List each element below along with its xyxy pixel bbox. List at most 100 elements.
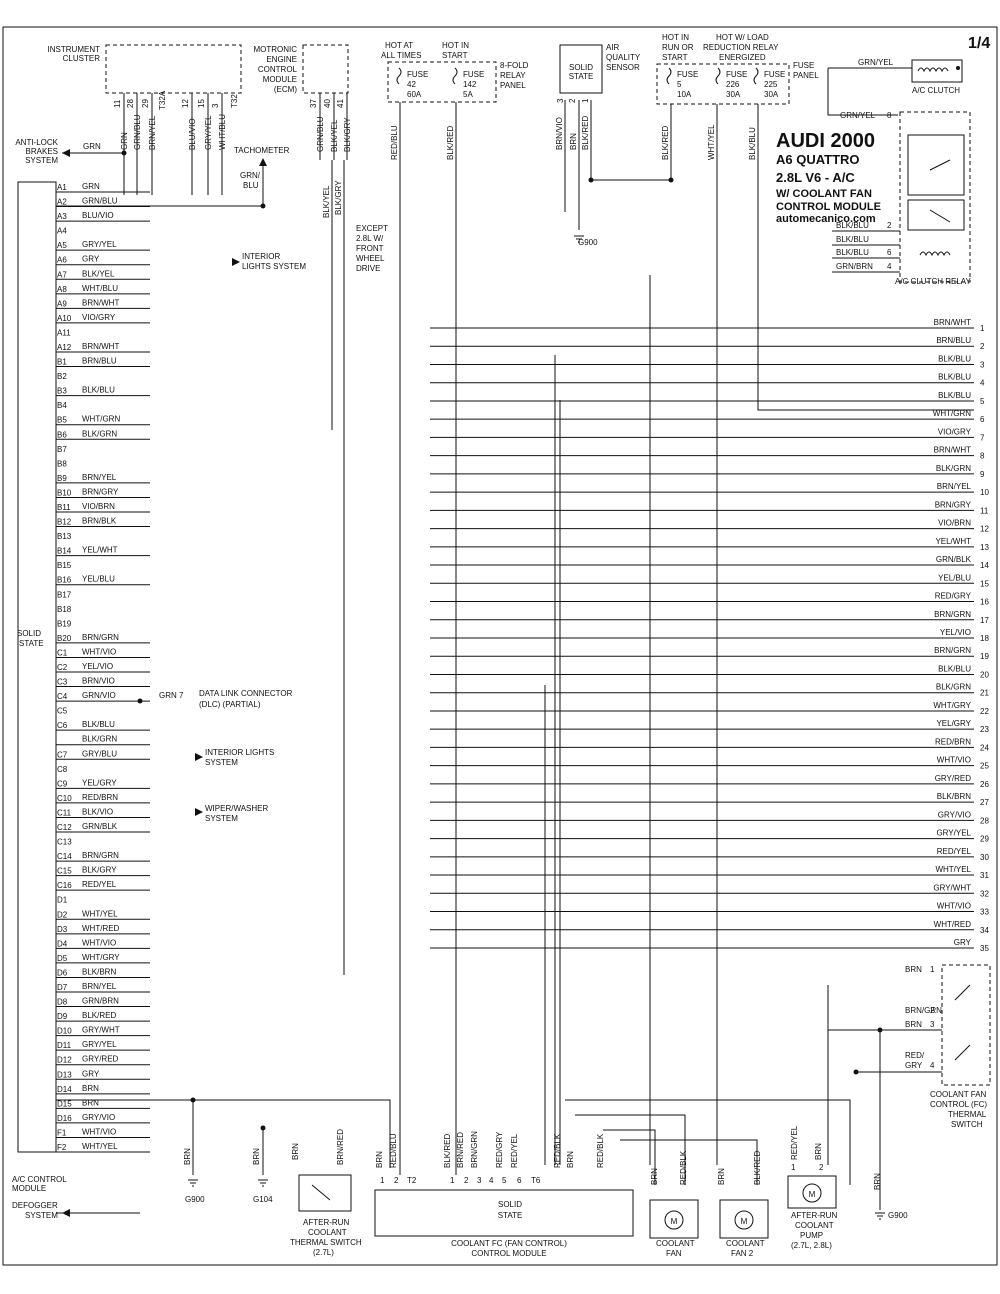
ecm-pin-number: 41 bbox=[336, 99, 345, 108]
module-pin-id: B7 bbox=[57, 445, 67, 454]
module-pin-id: D9 bbox=[57, 1012, 68, 1021]
wire-route bbox=[590, 100, 672, 181]
after-run-switch-1: AFTER-RUN bbox=[303, 1218, 349, 1227]
module-pin-id: D4 bbox=[57, 939, 68, 948]
wiper-1: WIPER/WASHER bbox=[205, 804, 268, 813]
module-pin-wire: WHT/VIO bbox=[82, 647, 116, 656]
interior-lights-1: INTERIOR bbox=[242, 252, 280, 261]
after-run-pump-4: (2.7L, 2.8L) bbox=[791, 1241, 832, 1250]
fuse-number: 5 bbox=[677, 80, 682, 89]
tach-arrow bbox=[259, 158, 267, 166]
ac-clutch-label: A/C CLUTCH bbox=[912, 86, 960, 95]
right-wire-number: 3 bbox=[980, 360, 985, 369]
bottom-wire-label: BRN bbox=[291, 1143, 300, 1160]
module-pin-id: D14 bbox=[57, 1085, 72, 1094]
module-pin-wire: GRY/YEL bbox=[82, 240, 117, 249]
relay-panel-1: 8-FOLD bbox=[500, 61, 529, 70]
module-pin-id: B3 bbox=[57, 387, 67, 396]
title-line4: CONTROL MODULE bbox=[776, 201, 881, 213]
interior-lights-2: LIGHTS SYSTEM bbox=[242, 262, 306, 271]
wire-route bbox=[56, 1099, 391, 1168]
relay-row-wire: BLK/BLU bbox=[836, 248, 869, 257]
module-pin-id: C3 bbox=[57, 678, 68, 687]
splice-point bbox=[668, 177, 674, 183]
fuse-symbol bbox=[452, 67, 458, 85]
hot-all-times-1: HOT AT bbox=[385, 41, 413, 50]
title-line3: W/ COOLANT FAN bbox=[776, 188, 872, 200]
module-pin-id: C2 bbox=[57, 663, 68, 672]
relay-panel-2: RELAY bbox=[500, 71, 526, 80]
relay-row-wire: GRN/YEL bbox=[840, 111, 876, 120]
module-pin-id: C7 bbox=[57, 750, 68, 759]
relay-row-pin: 2 bbox=[887, 221, 892, 230]
module-pin-id: A3 bbox=[57, 212, 67, 221]
fc-switch-contacts bbox=[954, 984, 971, 1061]
fuse-panel-box bbox=[656, 63, 790, 105]
ecm-label-4: MODULE bbox=[263, 75, 297, 84]
right-wire-label: BRN/BLU bbox=[936, 336, 971, 345]
fuse-amperage: 30A bbox=[726, 90, 741, 99]
right-wire-number: 33 bbox=[980, 908, 989, 917]
right-wire-number: 13 bbox=[980, 543, 989, 552]
module-pin-wire: BRN/GRN bbox=[82, 851, 119, 860]
aq-sensor-2: QUALITY bbox=[606, 53, 641, 62]
air-quality-sensor-box bbox=[559, 44, 603, 94]
module-pin-id: A9 bbox=[57, 299, 67, 308]
ac-control-label-2: MODULE bbox=[12, 1184, 46, 1193]
coolant-fan-2: FAN bbox=[666, 1249, 682, 1258]
module-pin-wire: RED/BRN bbox=[82, 793, 118, 802]
bottom-wire-label: BLK/RED bbox=[443, 1134, 452, 1168]
bottom-pin: 2 bbox=[819, 1163, 824, 1172]
abs-wire-label: GRN bbox=[83, 142, 101, 151]
right-wire-number: 30 bbox=[980, 853, 989, 862]
aq-sensor-1: AIR bbox=[606, 43, 620, 52]
right-wire-number: 15 bbox=[980, 579, 989, 588]
module-pin-wire: WHT/BLU bbox=[82, 284, 118, 293]
module-pin-wire: GRY bbox=[82, 1069, 100, 1078]
ac-clutch-wire-path bbox=[827, 67, 912, 116]
splice-point bbox=[121, 150, 127, 156]
coolant-fan2-1: COOLANT bbox=[726, 1239, 765, 1248]
vertical-wire-label: BLK/GRY bbox=[334, 180, 343, 215]
module-pin-id: A12 bbox=[57, 343, 72, 352]
wire-route bbox=[620, 1139, 758, 1185]
aq-sensor-3: SENSOR bbox=[606, 63, 640, 72]
after-run-switch-3: THERMAL SWITCH bbox=[290, 1238, 362, 1247]
right-wire-label: BRN/GRN bbox=[934, 610, 971, 619]
vertical-wire-label: WHT/YEL bbox=[707, 124, 716, 160]
fc-thermal-3: THERMAL bbox=[948, 1110, 987, 1119]
module-pin-id: B14 bbox=[57, 547, 72, 556]
splice-point bbox=[260, 1125, 266, 1131]
right-wire-label: BLK/GRN bbox=[936, 683, 971, 692]
module-pin-wire: GRY/VIO bbox=[82, 1113, 115, 1122]
hot-in-start-1: HOT IN bbox=[442, 41, 469, 50]
title-engine: 2.8L V6 - A/C bbox=[776, 170, 855, 185]
anti-lock-1: ANTI-LOCK bbox=[15, 138, 58, 147]
fc-thermal-switch-box bbox=[941, 964, 991, 1086]
module-pin-wire: BLK/VIO bbox=[82, 807, 113, 816]
module-pin-wire: GRN/BLU bbox=[82, 197, 118, 206]
module-pin-id: D3 bbox=[57, 925, 68, 934]
except-2: 2.8L W/ bbox=[356, 234, 384, 243]
module-pin-wire: BRN/VIO bbox=[82, 677, 115, 686]
fc-thermal-4: SWITCH bbox=[951, 1120, 983, 1129]
module-pin-id: C4 bbox=[57, 692, 68, 701]
ecm-label-5: (ECM) bbox=[274, 85, 297, 94]
right-wire-number: 4 bbox=[980, 379, 985, 388]
wire-route bbox=[603, 1129, 656, 1185]
except-3: FRONT bbox=[356, 244, 384, 253]
module-pin-wire: YEL/GRY bbox=[82, 778, 117, 787]
coolant-fan-box bbox=[649, 1199, 699, 1239]
relay-row-pin: 8 bbox=[887, 111, 892, 120]
g900-top: G900 bbox=[578, 238, 598, 247]
bottom-pin: 1 bbox=[450, 1176, 455, 1185]
defogger-2: SYSTEM bbox=[25, 1211, 58, 1220]
fuse-name: FUSE bbox=[463, 70, 484, 79]
ground-icon bbox=[875, 1212, 885, 1220]
ecm-label-3: CONTROL bbox=[258, 65, 298, 74]
fuses-group: FUSE4260AFUSE1425AFUSE510AFUSE22630AFUSE… bbox=[396, 67, 785, 99]
relay-coil bbox=[919, 251, 951, 257]
right-wire-label: RED/YEL bbox=[937, 847, 972, 856]
